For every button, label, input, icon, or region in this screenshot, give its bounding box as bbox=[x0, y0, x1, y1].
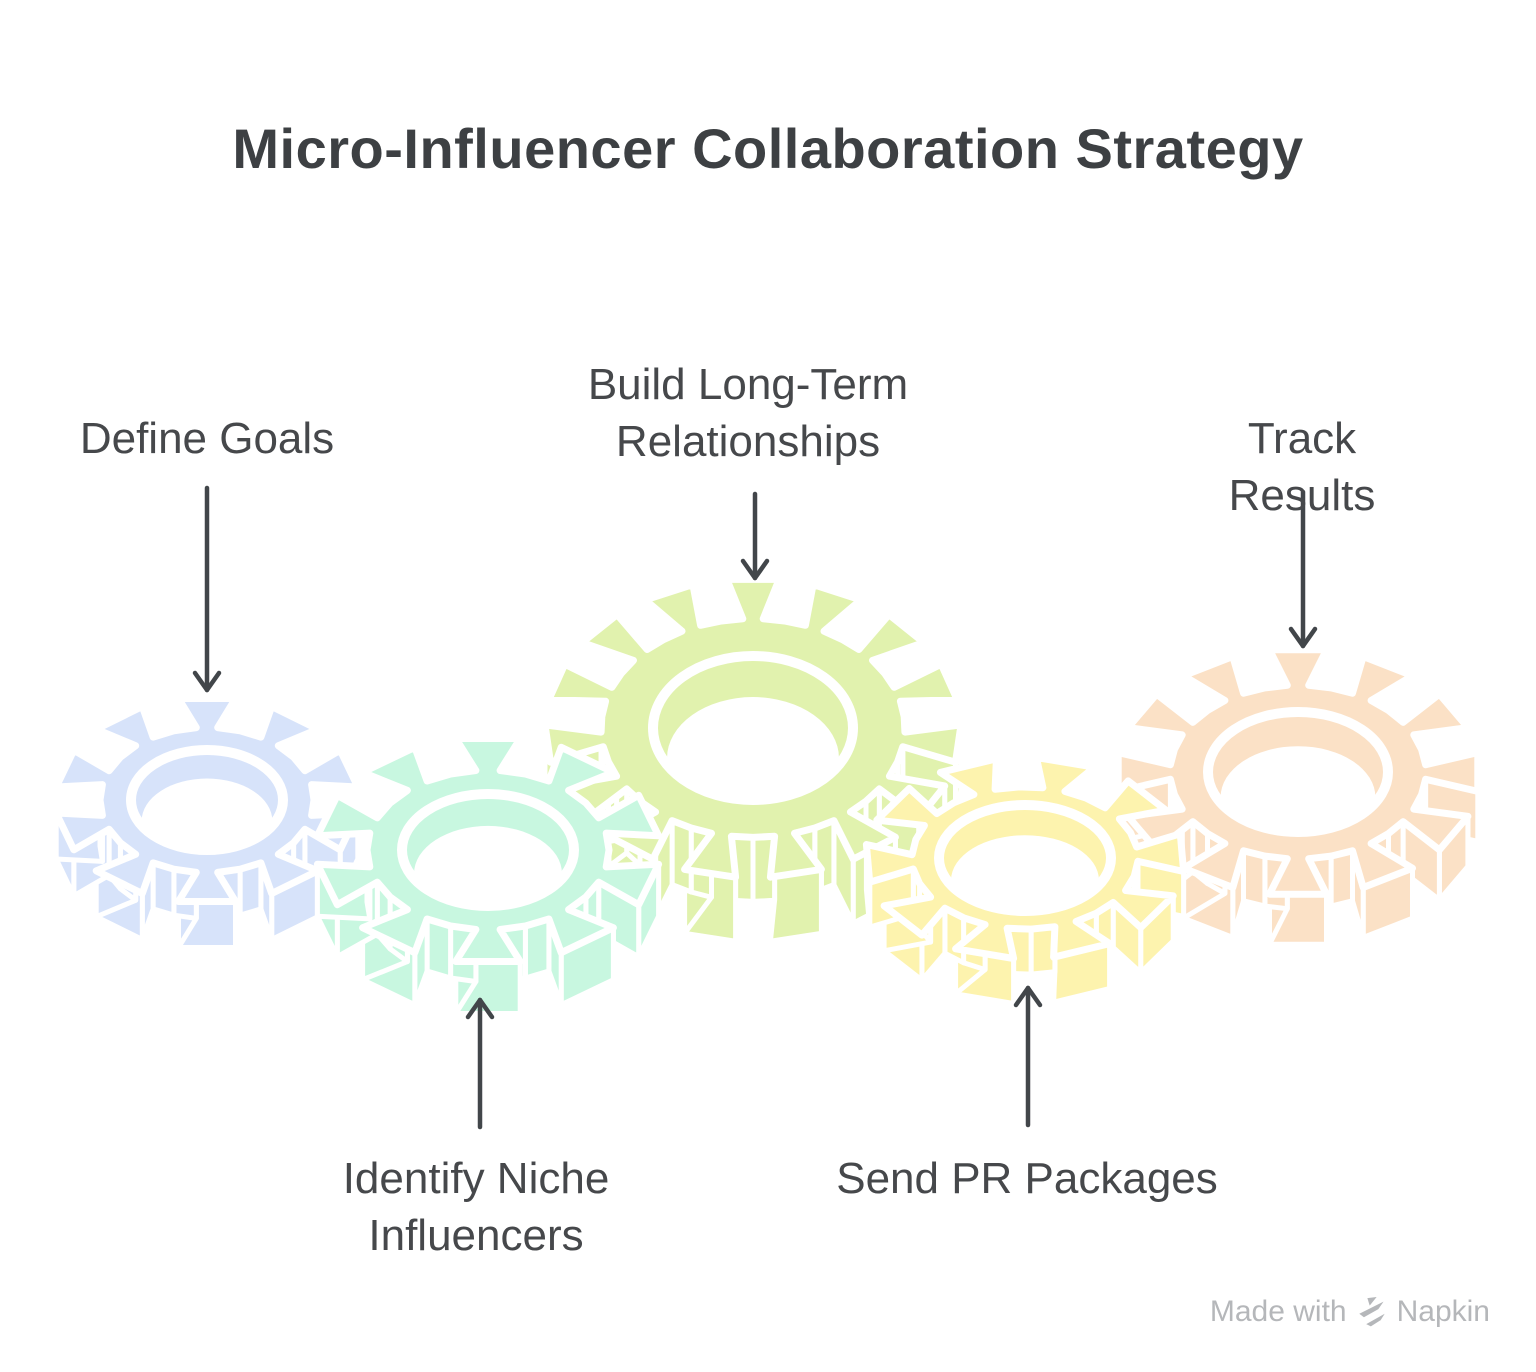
gear-send-pr-packages bbox=[862, 754, 1188, 1006]
arrow-down-define-goals bbox=[192, 485, 222, 693]
gear-identify-niche-influencers bbox=[313, 735, 663, 1016]
napkin-watermark: Made with Napkin bbox=[1210, 1295, 1490, 1329]
step-label-send-pr-packages: Send PR Packages bbox=[836, 1154, 1218, 1203]
napkin-logo-icon bbox=[1358, 1297, 1385, 1327]
step-label-build-long-term-relationships: Build Long-Term Relationships bbox=[587, 360, 909, 467]
step-label-define-goals: Define Goals bbox=[79, 414, 335, 463]
step-label-track-results: Track Results bbox=[1228, 414, 1376, 521]
diagram-title: Micro-Influencer Collaboration Strategy bbox=[232, 117, 1304, 180]
made-with-text: Made with bbox=[1209, 1295, 1347, 1328]
step-label-identify-niche-influencers: Identify Niche Influencers bbox=[342, 1154, 610, 1261]
arrow-down-build-long-term-relationships bbox=[740, 491, 770, 581]
arrow-up-send-pr-packages bbox=[1013, 985, 1043, 1128]
gear-define-goals bbox=[52, 695, 362, 950]
napkin-brand-text: Napkin bbox=[1396, 1295, 1490, 1328]
arrow-up-identify-niche-influencers bbox=[465, 997, 495, 1130]
arrow-down-track-results bbox=[1288, 489, 1318, 649]
